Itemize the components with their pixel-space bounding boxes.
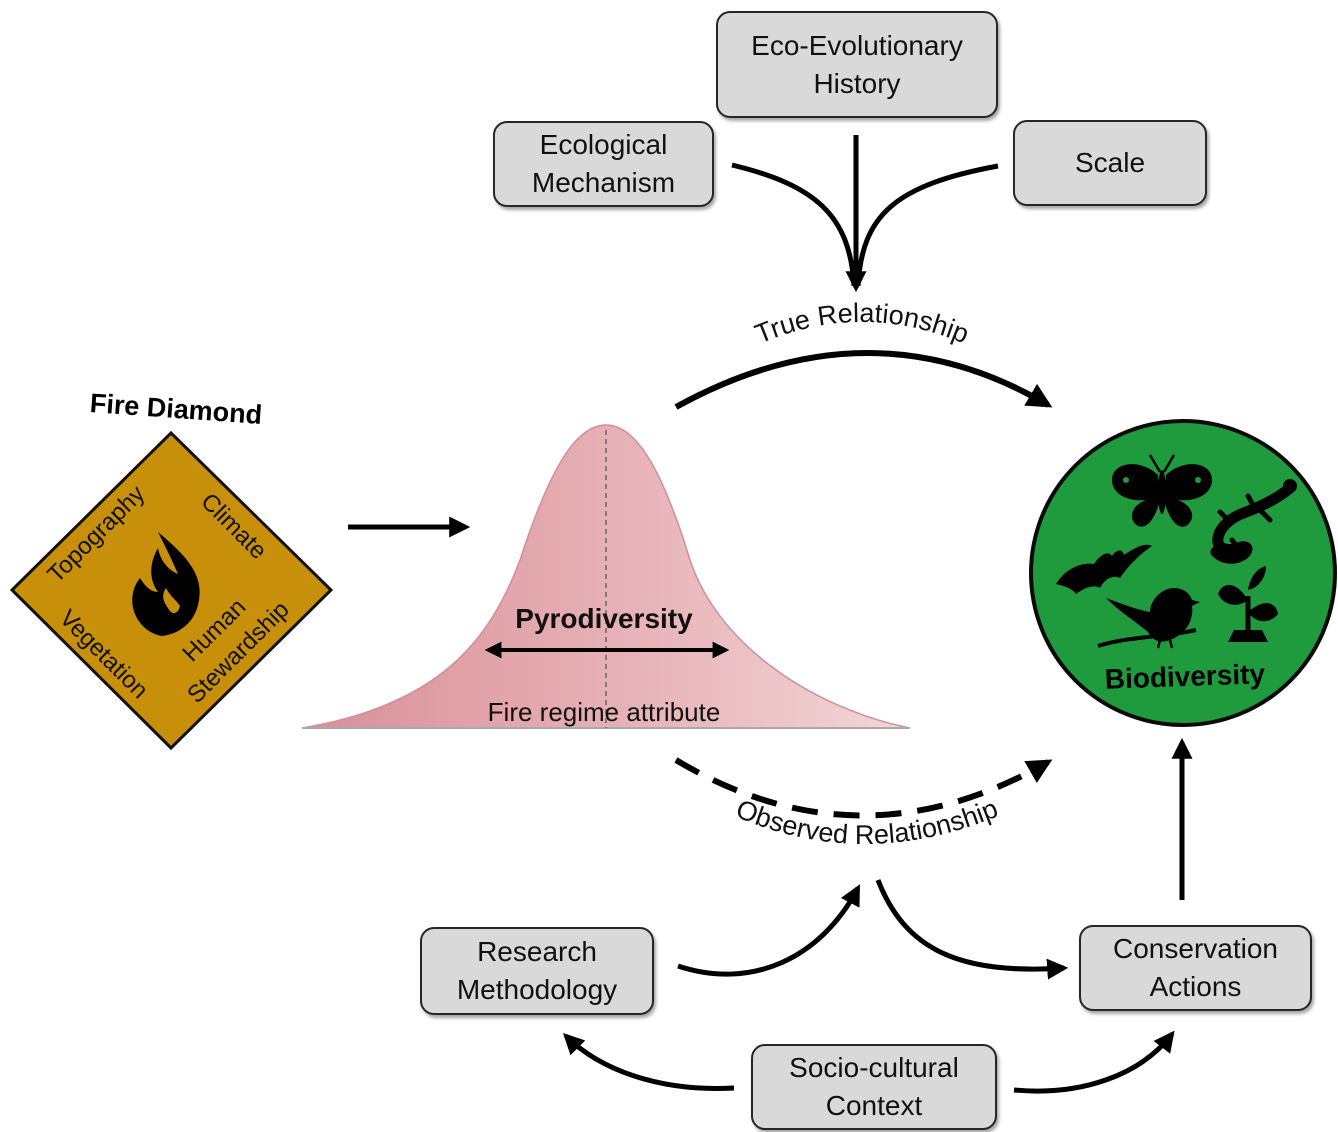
fire-regime-attribute-label: Fire regime attribute [488, 697, 721, 727]
lizard-icon [1210, 479, 1297, 564]
observed-relationship-arrow [674, 757, 1053, 819]
pyrodiversity-label: Pyrodiversity [515, 603, 693, 634]
arrow-from-scale [855, 163, 999, 287]
ecological-mechanism-box: Ecological Mechanism [493, 121, 714, 207]
bat-icon [1056, 544, 1152, 594]
arrow-from-ecological-mechanism [731, 162, 857, 287]
converging-arrows [731, 135, 999, 293]
true-relationship-arrow [674, 350, 1053, 410]
research-methodology-label: Research Methodology [456, 936, 618, 1005]
research-methodology-box: Research Methodology [420, 927, 654, 1015]
observed-to-conservation-arrow [875, 879, 1069, 980]
socio-cultural-context-label: Socio-cultural Context [789, 1052, 959, 1121]
bottom-arrows [563, 737, 1193, 1094]
conservation-actions-box: Conservation Actions [1079, 925, 1312, 1011]
conservation-actions-label: Conservation Actions [1113, 933, 1278, 1002]
socio-cultural-context-box: Socio-cultural Context [751, 1044, 997, 1130]
flame-icon [132, 532, 200, 636]
true-relationship-label: True Relationship [751, 298, 973, 349]
eco-evolutionary-history-label: Eco-Evolutionary History [751, 29, 963, 99]
scale-label: Scale [1074, 147, 1146, 178]
butterfly-icon [1112, 454, 1212, 527]
plant-icon [1218, 566, 1278, 642]
biodiversity-circle: Biodiversity [1029, 419, 1337, 727]
eco-evolutionary-history-box: Eco-Evolutionary History [716, 11, 998, 118]
methodology-to-observed-arrow [677, 884, 861, 977]
fire-diamond: Fire Diamond Topography Climate Vegetati… [9, 388, 334, 751]
bird-icon [1097, 588, 1200, 649]
context-to-methodology-arrow [563, 1033, 735, 1091]
fire-diamond-title: Fire Diamond [89, 388, 263, 430]
ecological-mechanism-label: Ecological Mechanism [531, 129, 676, 198]
scale-box: Scale [1013, 120, 1207, 206]
biodiversity-label: Biodiversity [1104, 658, 1266, 695]
pyrodiversity-distribution: Pyrodiversity Fire regime attribute [301, 424, 911, 729]
context-to-conservation-arrow [1013, 1030, 1175, 1094]
